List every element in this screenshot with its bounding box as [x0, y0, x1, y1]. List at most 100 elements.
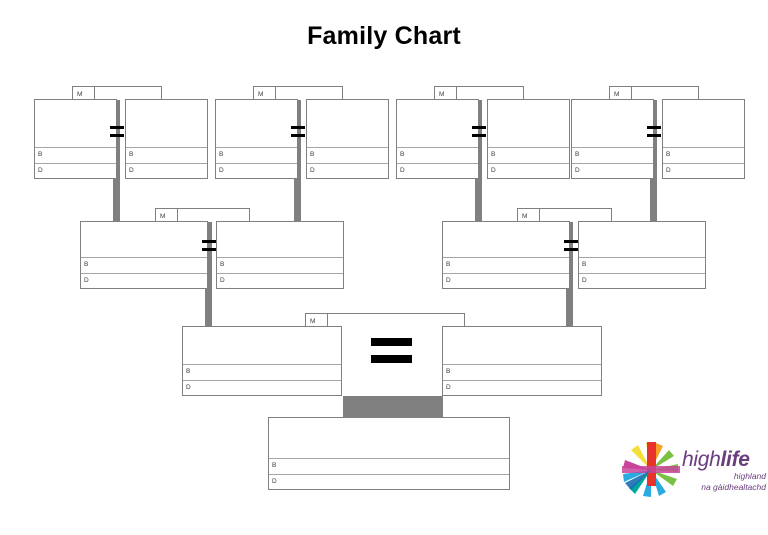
marriage-label-cell-couple-5: M — [156, 209, 178, 222]
equals-sign-couple-1 — [110, 126, 124, 137]
equals-sign-couple-3 — [472, 126, 486, 137]
name-field-g2-p1[interactable] — [81, 222, 207, 257]
marriage-label-cell-couple-3: M — [435, 87, 457, 100]
birth-row-g2-p1[interactable]: B — [81, 257, 207, 272]
birth-label: B — [129, 151, 134, 158]
marriage-label: M — [522, 213, 528, 220]
logo-word-high: high — [682, 448, 721, 471]
death-label: D — [310, 167, 315, 174]
death-row-g2-p2[interactable]: D — [217, 273, 343, 288]
logo-word-life: life — [720, 448, 750, 471]
person-box-g2-p4[interactable]: B D — [578, 221, 706, 289]
birth-row-g3-p2[interactable]: B — [443, 364, 601, 379]
person-box-g1-p2[interactable]: B D — [125, 99, 208, 179]
descent-bar-child — [343, 396, 443, 418]
death-row-g1-p4[interactable]: D — [307, 163, 388, 178]
death-label: D — [446, 384, 451, 391]
name-field-g1-p7[interactable] — [572, 100, 653, 147]
name-field-g1-p4[interactable] — [307, 100, 388, 147]
birth-label: B — [491, 151, 496, 158]
person-box-g2-p1[interactable]: B D — [80, 221, 208, 289]
name-field-g3-p2[interactable] — [443, 327, 601, 364]
person-box-g1-p8[interactable]: B D — [662, 99, 745, 179]
death-row-g1-p7[interactable]: D — [572, 163, 653, 178]
birth-row-g1-p7[interactable]: B — [572, 147, 653, 162]
logo-subtext-line-2: na gàidhealtachd — [701, 482, 766, 492]
name-field-child[interactable] — [269, 418, 509, 458]
birth-row-child[interactable]: B — [269, 458, 509, 473]
person-box-g1-p6[interactable]: B D — [487, 99, 570, 179]
birth-row-g2-p2[interactable]: B — [217, 257, 343, 272]
person-box-g2-p3[interactable]: B D — [442, 221, 570, 289]
person-box-g3-p1[interactable]: B D — [182, 326, 342, 396]
death-label: D — [582, 277, 587, 284]
death-row-child[interactable]: D — [269, 474, 509, 489]
starburst-icon — [622, 442, 680, 497]
birth-row-g2-p4[interactable]: B — [579, 257, 705, 272]
page-title: Family Chart — [307, 22, 461, 50]
marriage-bracket-couple-1: M — [72, 86, 162, 100]
name-field-g1-p6[interactable] — [488, 100, 569, 147]
birth-row-g1-p4[interactable]: B — [307, 147, 388, 162]
birth-row-g1-p1[interactable]: B — [35, 147, 116, 162]
equals-sign-couple-4 — [647, 126, 661, 137]
death-row-g1-p3[interactable]: D — [216, 163, 297, 178]
name-field-g1-p5[interactable] — [397, 100, 478, 147]
name-field-g2-p4[interactable] — [579, 222, 705, 257]
death-row-g2-p4[interactable]: D — [579, 273, 705, 288]
death-label: D — [219, 167, 224, 174]
person-box-g1-p1[interactable]: B D — [34, 99, 117, 179]
person-box-g1-p5[interactable]: B D — [396, 99, 479, 179]
death-row-g2-p1[interactable]: D — [81, 273, 207, 288]
person-box-child[interactable]: B D — [268, 417, 510, 490]
death-row-g1-p5[interactable]: D — [397, 163, 478, 178]
logo-subtext: highland na gàidhealtachd — [690, 471, 766, 493]
marriage-label-cell-couple-1: M — [73, 87, 95, 100]
marriage-bracket-couple-7: M — [305, 313, 465, 327]
highlife-highland-logo: highlife highland na gàidhealtachd — [622, 440, 766, 502]
name-field-g1-p2[interactable] — [126, 100, 207, 147]
birth-row-g1-p6[interactable]: B — [488, 147, 569, 162]
birth-label: B — [272, 462, 277, 469]
person-box-g3-p2[interactable]: B D — [442, 326, 602, 396]
birth-label: B — [220, 261, 225, 268]
name-field-g2-p2[interactable] — [217, 222, 343, 257]
birth-row-g1-p5[interactable]: B — [397, 147, 478, 162]
name-field-g1-p3[interactable] — [216, 100, 297, 147]
death-label: D — [491, 167, 496, 174]
death-row-g1-p2[interactable]: D — [126, 163, 207, 178]
name-field-g3-p1[interactable] — [183, 327, 341, 364]
name-field-g1-p8[interactable] — [663, 100, 744, 147]
death-label: D — [272, 478, 277, 485]
name-field-g2-p3[interactable] — [443, 222, 569, 257]
person-box-g1-p3[interactable]: B D — [215, 99, 298, 179]
marriage-bracket-couple-2: M — [253, 86, 343, 100]
birth-row-g2-p3[interactable]: B — [443, 257, 569, 272]
death-row-g1-p8[interactable]: D — [663, 163, 744, 178]
death-label: D — [400, 167, 405, 174]
death-row-g1-p1[interactable]: D — [35, 163, 116, 178]
death-row-g1-p6[interactable]: D — [488, 163, 569, 178]
birth-row-g1-p8[interactable]: B — [663, 147, 744, 162]
birth-row-g1-p3[interactable]: B — [216, 147, 297, 162]
birth-label: B — [219, 151, 224, 158]
marriage-bracket-couple-4: M — [609, 86, 699, 100]
name-field-g1-p1[interactable] — [35, 100, 116, 147]
person-box-g1-p4[interactable]: B D — [306, 99, 389, 179]
equals-sign-couple-5 — [202, 240, 216, 251]
birth-label: B — [582, 261, 587, 268]
birth-label: B — [666, 151, 671, 158]
death-row-g2-p3[interactable]: D — [443, 273, 569, 288]
birth-label: B — [446, 261, 451, 268]
marriage-bracket-couple-6: M — [517, 208, 612, 222]
death-row-g3-p1[interactable]: D — [183, 380, 341, 395]
marriage-label-cell-couple-4: M — [610, 87, 632, 100]
person-box-g2-p2[interactable]: B D — [216, 221, 344, 289]
birth-row-g1-p2[interactable]: B — [126, 147, 207, 162]
person-box-g1-p7[interactable]: B D — [571, 99, 654, 179]
birth-row-g3-p1[interactable]: B — [183, 364, 341, 379]
death-label: D — [186, 384, 191, 391]
death-label: D — [575, 167, 580, 174]
marriage-bracket-couple-5: M — [155, 208, 250, 222]
death-row-g3-p2[interactable]: D — [443, 380, 601, 395]
